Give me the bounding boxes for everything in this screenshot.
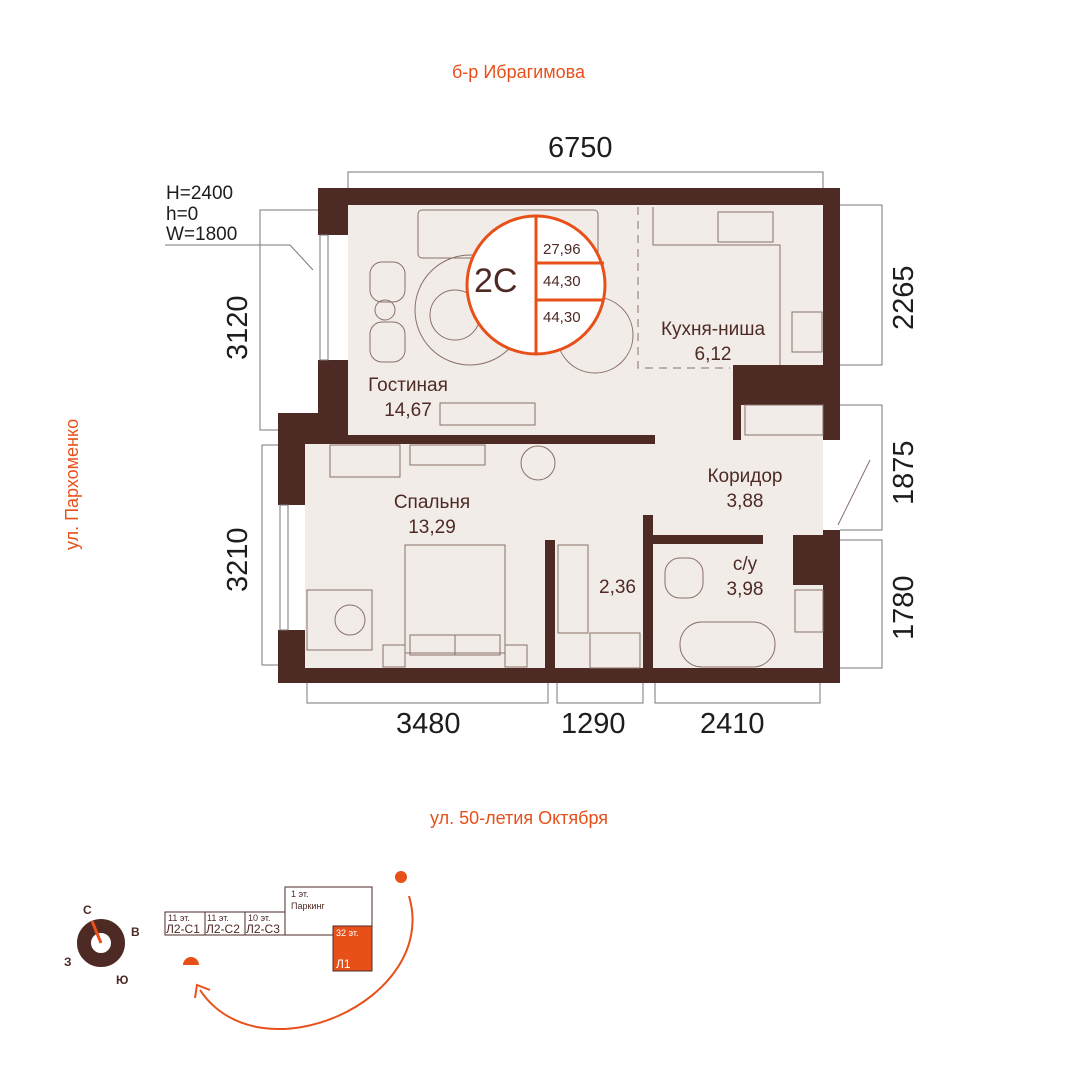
apartment-badge	[465, 214, 607, 356]
room-area: 3,98	[726, 579, 764, 600]
window-height: H=2400	[166, 183, 234, 204]
dim-left-upper: 3120	[222, 295, 254, 360]
dim-bottom-2: 1290	[561, 708, 626, 740]
dimension-lines	[165, 171, 883, 704]
street-left: ул. Пархоменко	[62, 418, 82, 550]
room-bathroom: с/у 3,98	[705, 552, 785, 602]
compass-icon	[77, 919, 125, 967]
compass-w: З	[64, 955, 72, 969]
building-name: Л2-С2	[206, 922, 240, 936]
window-width: W=1800	[166, 224, 238, 245]
living-area: 27,96	[543, 241, 581, 258]
dim-right-3: 1780	[888, 575, 920, 640]
room-name: Кухня-ниша	[660, 319, 766, 340]
sunset-icon	[183, 957, 199, 965]
street-bottom: ул. 50-летия Октября	[430, 808, 609, 828]
compass-s: Ю	[116, 973, 129, 987]
room-area: 13,29	[408, 517, 456, 538]
sun-path	[183, 871, 414, 1030]
dim-bottom-3: 2410	[700, 708, 765, 740]
room-name: Коридор	[707, 466, 783, 487]
room-living: Гостиная 14,67	[348, 373, 468, 423]
dim-right-2: 1875	[888, 440, 920, 505]
dim-bottom-1: 3480	[396, 708, 461, 740]
sun-icon	[395, 871, 407, 883]
room-name: Гостиная	[368, 375, 448, 396]
building-floors: 10 эт.	[248, 913, 271, 923]
site-buildings	[164, 886, 373, 972]
room-name: Спальня	[393, 492, 471, 513]
room-kitchen: Кухня-ниша 6,12	[643, 317, 783, 367]
dim-right-1: 2265	[888, 265, 920, 330]
street-top: б-р Ибрагимова	[452, 62, 585, 82]
compass-e: В	[131, 925, 140, 939]
total-area-2: 44,30	[543, 309, 581, 326]
windows	[279, 234, 329, 631]
room-area: 2,36	[599, 577, 636, 598]
apartment-type: 2С	[474, 262, 518, 300]
furniture	[306, 207, 871, 669]
building-name: Л2-С3	[246, 922, 280, 936]
room-corridor: Коридор 3,88	[685, 464, 805, 514]
room-bedroom: Спальня 13,29	[372, 490, 492, 540]
building-name: Л2-С1	[166, 922, 200, 936]
room-area: 14,67	[384, 400, 432, 421]
total-area: 44,30	[543, 273, 581, 290]
building-floors: 1 эт.	[291, 889, 309, 899]
room-name: с/у	[732, 554, 758, 575]
room-wardrobe: 2,36	[590, 575, 645, 600]
window-sill: h=0	[166, 204, 199, 225]
room-area: 3,88	[726, 491, 764, 512]
building-floors: 11 эт.	[207, 913, 229, 923]
building-floors: 32 эт.	[336, 928, 359, 938]
dim-top: 6750	[548, 132, 613, 164]
building-name: Паркинг	[291, 901, 325, 911]
room-area: 6,12	[694, 344, 732, 365]
building-name: Л1	[336, 957, 351, 971]
compass-n: С	[83, 903, 92, 917]
building-floors: 11 эт.	[168, 913, 190, 923]
walls	[278, 188, 840, 683]
dim-left-lower: 3210	[222, 527, 254, 592]
